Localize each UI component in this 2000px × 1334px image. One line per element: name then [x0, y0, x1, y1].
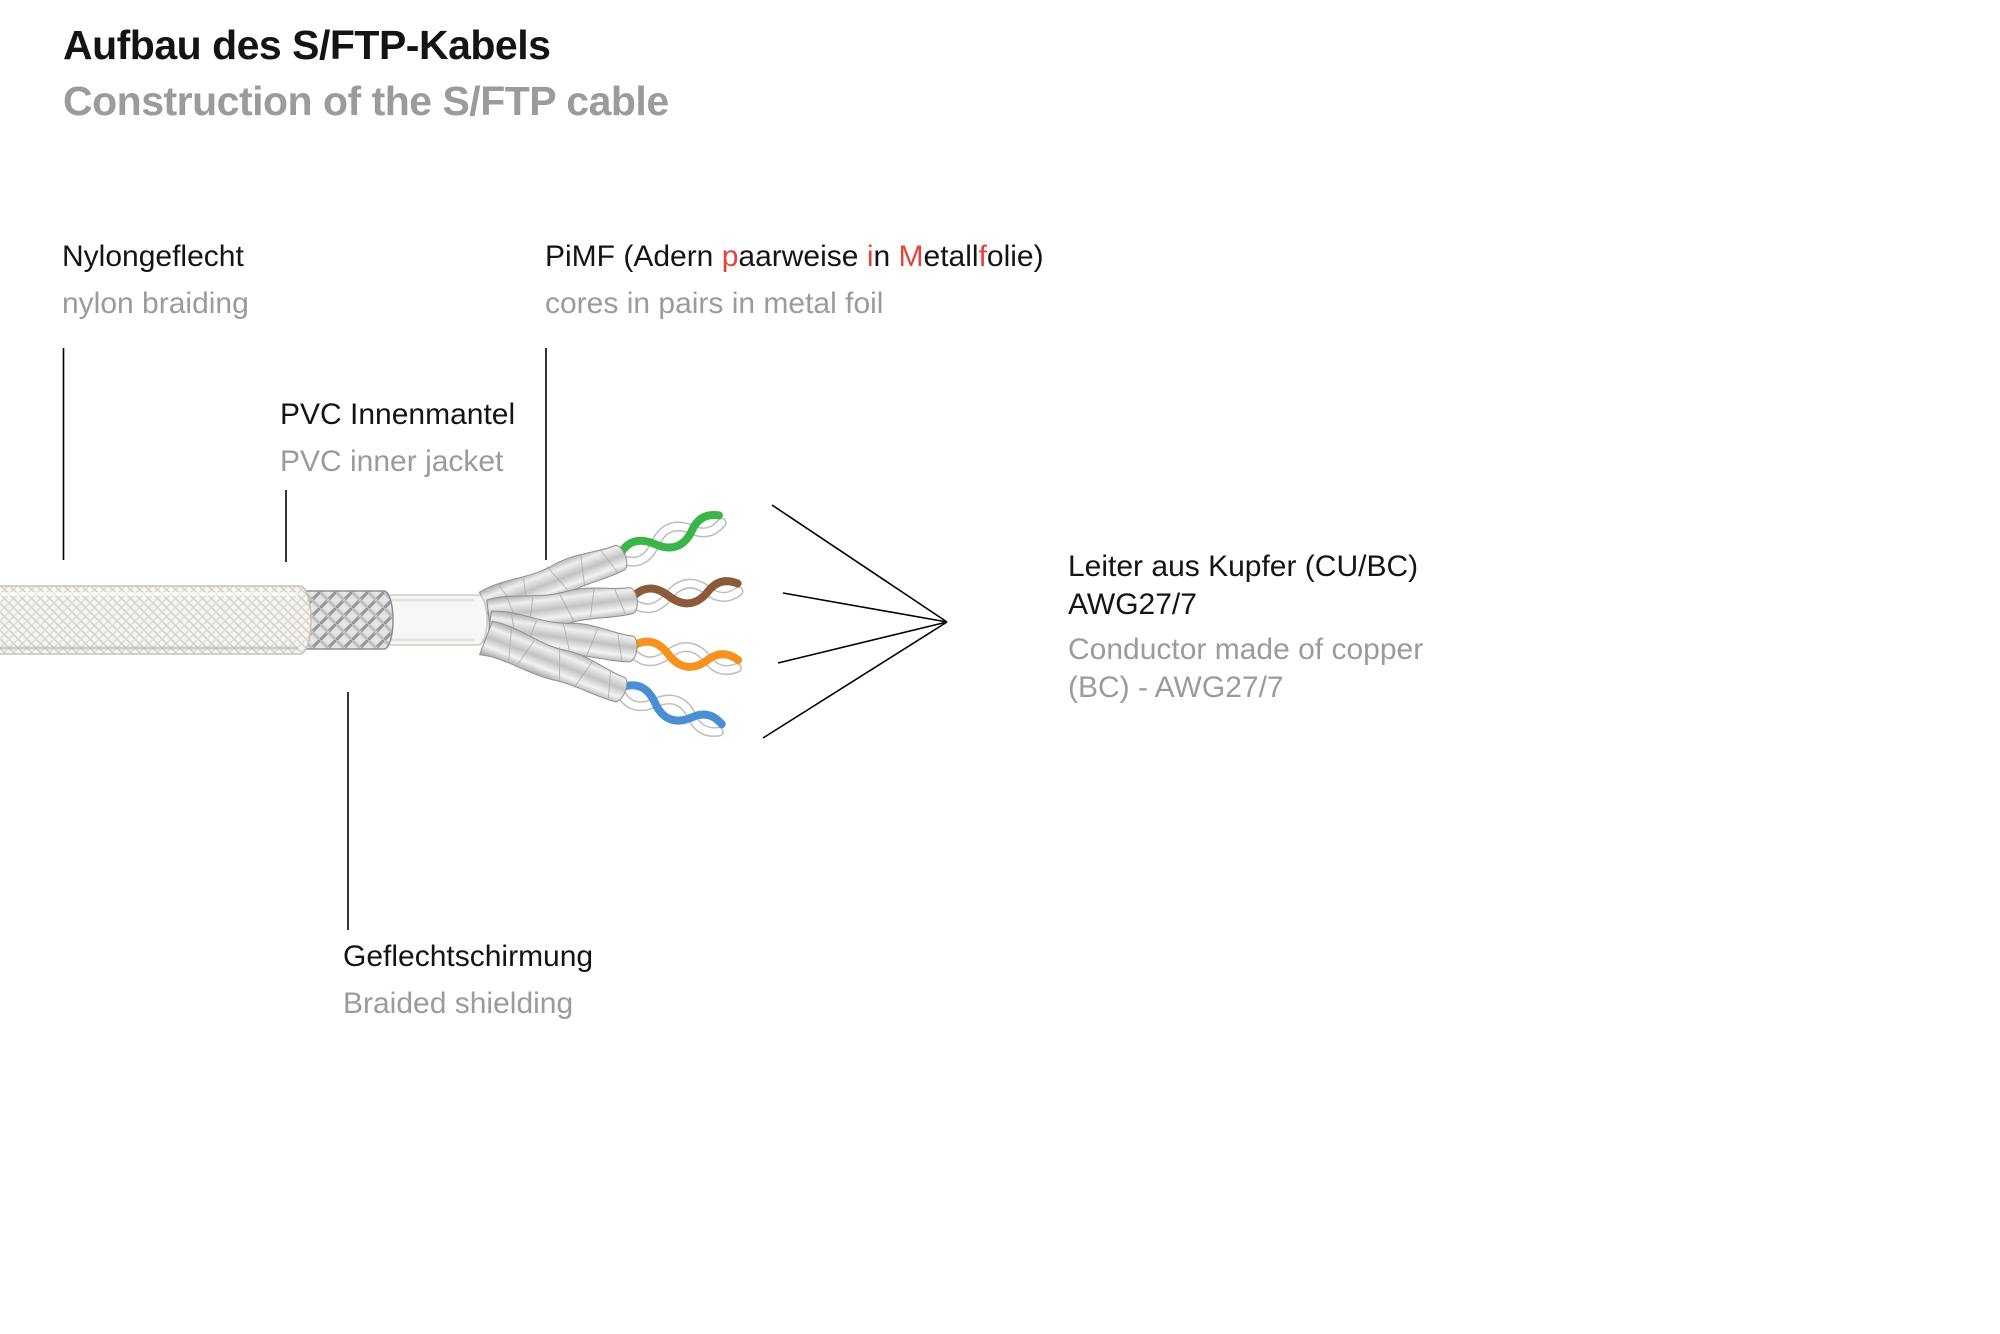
- wire-pair-blue: [478, 620, 726, 738]
- fan-line-4: [762, 621, 948, 739]
- fan-line-2: [782, 592, 948, 623]
- green-pair-white-wire: [615, 519, 726, 566]
- orange-pair-color-wire: [625, 637, 743, 671]
- brown-pair-color-wire: [625, 577, 742, 608]
- label-pvc-en: PVC inner jacket: [280, 445, 504, 478]
- label-conductor-de-line1: Leiter aus Kupfer (CU/BC): [1068, 550, 1419, 583]
- braided-shielding: [295, 590, 394, 650]
- label-braid-en: Braided shielding: [343, 987, 574, 1020]
- wire-pairs: [478, 510, 744, 738]
- pimf-part-highlight: p: [721, 240, 739, 273]
- label-pimf-de: PiMF (Adern paarweise in Metallfolie): [545, 238, 1044, 276]
- pimf-part-highlight: i: [866, 240, 874, 273]
- label-conductor: Leiter aus Kupfer (CU/BC) AWG27/7 Conduc…: [1068, 548, 1423, 707]
- pimf-part: PiMF (Adern: [545, 240, 722, 273]
- blue-pair-foil: [478, 620, 628, 703]
- label-nylon-en: nylon braiding: [62, 287, 249, 320]
- label-pvc-de: PVC Innenmantel: [280, 398, 516, 431]
- orange-pair-white-wire: [626, 643, 741, 674]
- inner-jacket-body: [379, 594, 488, 646]
- diagram-subtitle: Construction of the S/FTP cable: [63, 78, 669, 124]
- leader-lines: [62, 348, 547, 930]
- label-nylon-braiding: Nylongeflecht nylon braiding: [62, 238, 249, 323]
- label-pvc-inner-jacket: PVC Innenmantel PVC inner jacket: [280, 396, 515, 481]
- label-conductor-en-line2: (BC) - AWG27/7: [1068, 671, 1284, 704]
- label-nylon-de: Nylongeflecht: [62, 240, 244, 273]
- pimf-part-highlight: f: [978, 240, 987, 273]
- label-braided-shielding: Geflechtschirmung Braided shielding: [343, 938, 593, 1023]
- label-pimf-en: cores in pairs in metal foil: [545, 287, 884, 320]
- label-conductor-en-line1: Conductor made of copper: [1068, 633, 1424, 666]
- brown-pair-white-wire: [626, 580, 743, 612]
- pimf-part: n: [873, 240, 899, 273]
- blue-pair-color-wire: [614, 681, 726, 729]
- pimf-part: aarweise: [738, 240, 867, 273]
- pimf-part: etall: [923, 240, 979, 273]
- label-pimf: PiMF (Adern paarweise in Metallfolie) co…: [545, 238, 1044, 323]
- conductor-fan-lines: [762, 504, 948, 739]
- label-conductor-de-line2: AWG27/7: [1068, 588, 1197, 621]
- fan-line-1: [771, 504, 948, 623]
- outer-jacket-body: [0, 585, 312, 655]
- blue-pair-white-wire: [615, 685, 723, 736]
- diagram-title: Aufbau des S/FTP-Kabels: [63, 22, 551, 68]
- inner-jacket-shading: [384, 598, 474, 642]
- outer-jacket: [0, 585, 312, 655]
- inner-jacket: [379, 594, 488, 646]
- braid-body: [295, 590, 394, 650]
- green-pair-color-wire: [614, 510, 723, 563]
- blue-pair-foil-creases: [508, 627, 612, 699]
- label-braid-de: Geflechtschirmung: [343, 940, 594, 973]
- fan-line-3: [777, 621, 948, 664]
- pimf-part-highlight: M: [898, 240, 924, 273]
- pimf-part: olie): [986, 240, 1044, 273]
